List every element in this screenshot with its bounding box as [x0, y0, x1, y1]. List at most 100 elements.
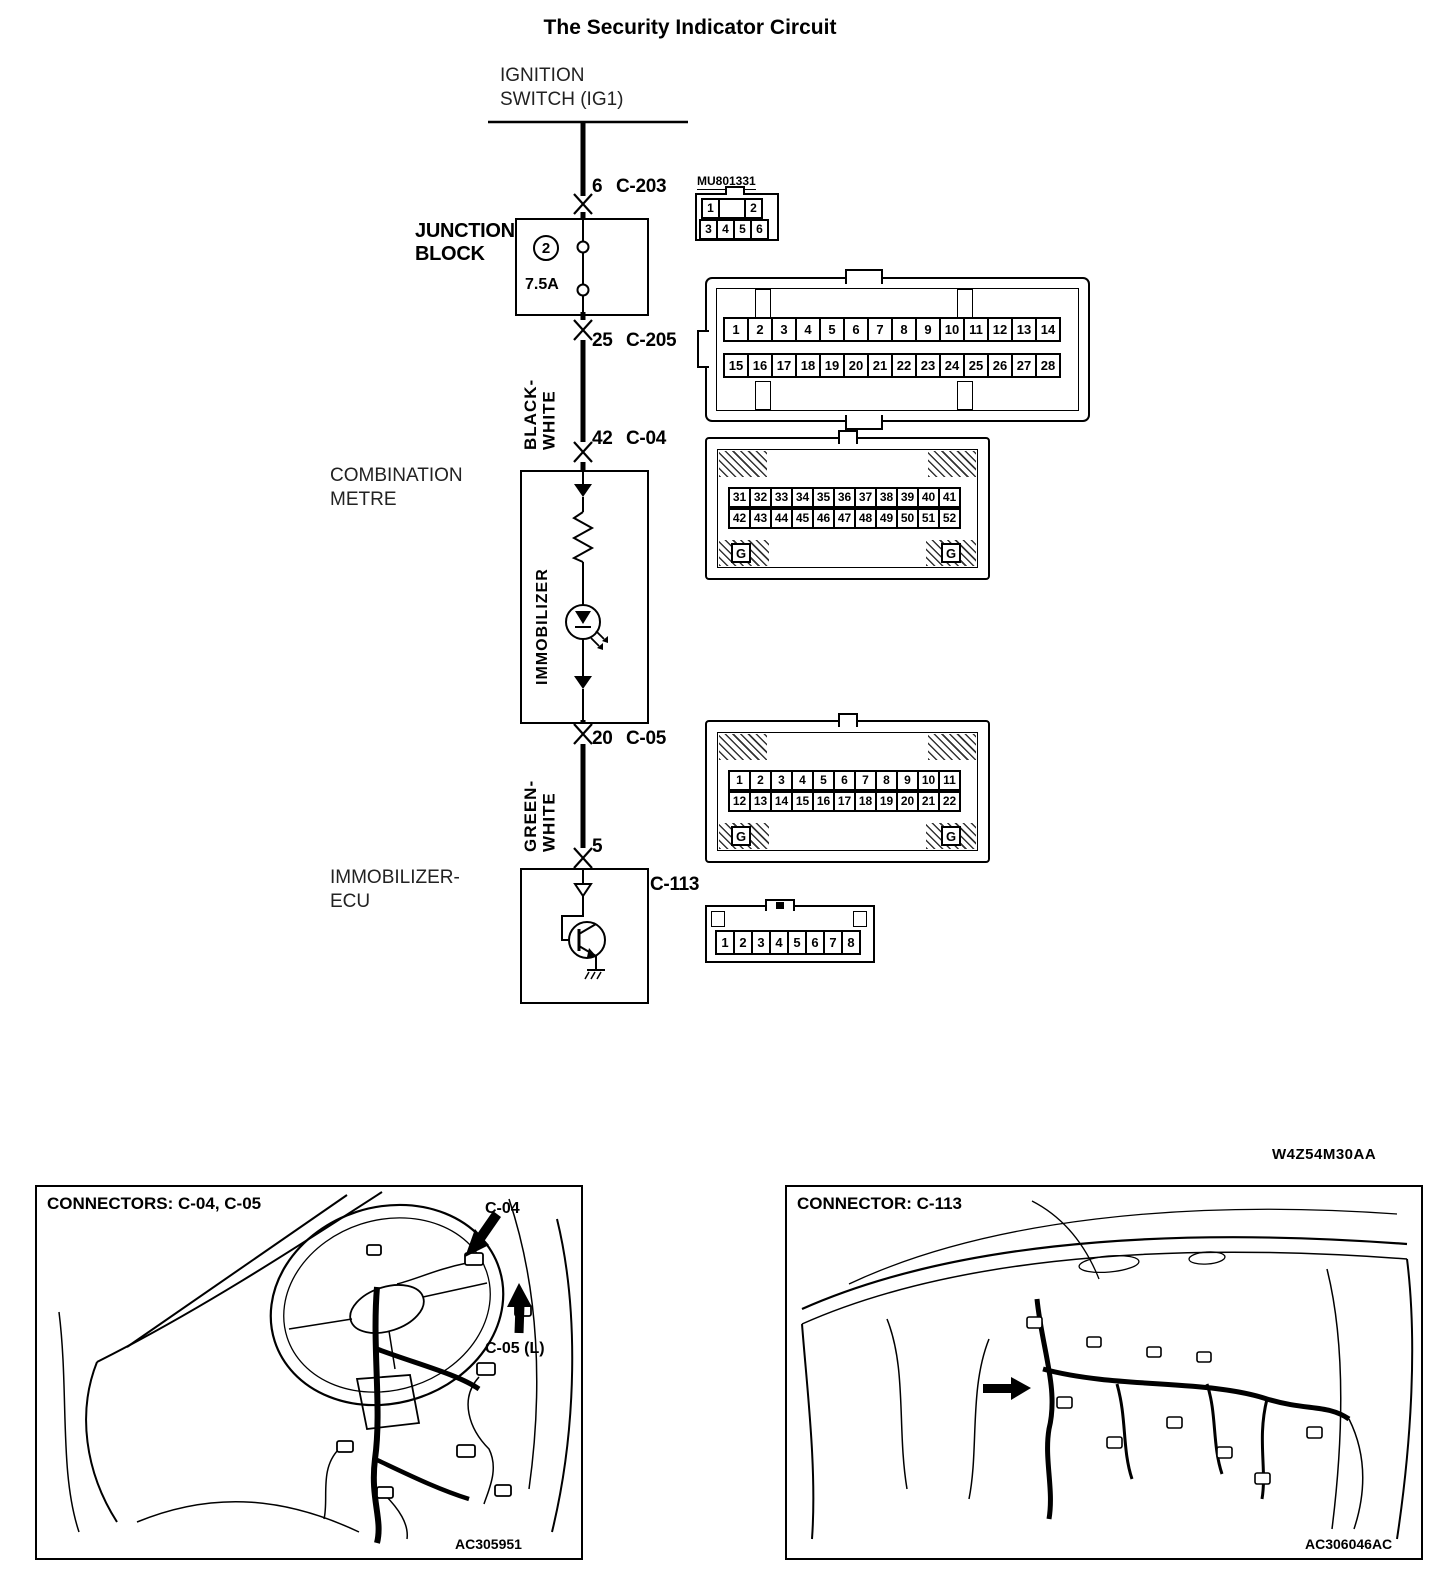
pin-cell: 7 [823, 930, 843, 955]
pin-cell: 7 [854, 770, 877, 791]
pin-cell: 22 [938, 791, 961, 812]
connector-name-c205: C-205 [626, 330, 677, 351]
indicator-lamp-symbols [565, 470, 608, 720]
connector-location-panel-right: CONNECTOR: C-113 [785, 1185, 1423, 1560]
pin-cell: 5 [812, 770, 835, 791]
pin-cell: 2 [749, 770, 772, 791]
transistor-circuit-symbols [561, 870, 606, 980]
pin-cell: 50 [896, 508, 919, 529]
pin-cell: 11 [963, 317, 989, 342]
connector-shapes [1026, 1316, 1323, 1485]
pin-cell: 10 [917, 770, 940, 791]
fuse-rating-label: 7.5A [525, 276, 559, 293]
pin-cell: 1 [728, 770, 751, 791]
connector-junction-symbols [573, 193, 593, 869]
c04-ground-badge-right: G [941, 543, 961, 563]
pin-cell: 6 [805, 930, 825, 955]
right-panel-title: CONNECTOR: C-113 [797, 1194, 962, 1213]
pin-number-5: 5 [592, 836, 603, 857]
pin-cell: 9 [915, 317, 941, 342]
pin-cell: 3 [770, 770, 793, 791]
pin-cell: 32 [749, 487, 772, 508]
c203-key-tab [725, 186, 745, 195]
pin-cell: 21 [917, 791, 940, 812]
pin-cell: 42 [728, 508, 751, 529]
page-title: The Security Indicator Circuit [543, 16, 837, 39]
c205-bottom-tab [845, 415, 883, 430]
left-panel-title: CONNECTORS: C-04, C-05 [47, 1194, 262, 1213]
immobilizer-ecu-box [520, 868, 649, 1004]
input-triangle-symbol [573, 883, 593, 898]
pin-cell: 35 [812, 487, 835, 508]
c04-pointer-arrow [465, 1211, 501, 1257]
pin-cell: 6 [833, 770, 856, 791]
c205-key-slot [755, 289, 771, 318]
pin-cell: 15 [723, 353, 749, 378]
pin-cell: 1 [715, 930, 735, 955]
pin-cell: 4 [791, 770, 814, 791]
pin-cell: 16 [747, 353, 773, 378]
junction-block-label: JUNCTION BLOCK [415, 220, 515, 265]
pin-cell: 6 [750, 219, 769, 240]
pin-cell: 12 [987, 317, 1013, 342]
connector-shapes [336, 1244, 532, 1499]
transistor-symbol [568, 921, 606, 959]
pin-cell: 14 [770, 791, 793, 812]
wire-color-black-white: BLACK- WHITE [521, 378, 559, 450]
resistor-symbol [571, 511, 595, 563]
connector-c205-face [705, 277, 1090, 422]
pin-number-6: 6 [592, 176, 603, 197]
pin-cell: 8 [875, 770, 898, 791]
c05-pointer-arrow [507, 1283, 532, 1334]
pin-cell: 17 [771, 353, 797, 378]
document-code: W4Z54M30AA [1272, 1146, 1377, 1163]
pin-cell: 6 [843, 317, 869, 342]
pin-cell: 27 [1011, 353, 1037, 378]
connector-name-c203: C-203 [616, 176, 667, 197]
pin-cell [718, 198, 746, 219]
pin-cell: 37 [854, 487, 877, 508]
pin-cell: 40 [917, 487, 940, 508]
combination-metre-label: COMBINATION METRE [330, 465, 463, 510]
fuse-symbol [576, 220, 590, 312]
c04-location-label: C-04 [485, 1200, 520, 1217]
c05-hatch-top-right [928, 734, 976, 760]
pin-cell: 36 [833, 487, 856, 508]
c205-inner-frame [716, 288, 1079, 411]
c113-corner-slot-right [853, 911, 867, 927]
pin-cell: 46 [812, 508, 835, 529]
pin-cell: 47 [833, 508, 856, 529]
pin-number-25: 25 [592, 330, 613, 351]
c205-side-tab [697, 330, 709, 368]
c05-location-label: C-05 (L) [485, 1340, 545, 1357]
pin-cell: 3 [751, 930, 771, 955]
c04-ground-badge-left: G [731, 543, 751, 563]
pin-cell: 39 [896, 487, 919, 508]
fuse-number-badge: 2 [533, 235, 559, 261]
c205-key-slot [755, 381, 771, 410]
pin-cell: 5 [787, 930, 807, 955]
pin-cell: 8 [841, 930, 861, 955]
c04-inner-frame [717, 449, 978, 568]
c05-top-tab [838, 713, 858, 727]
pin-number-42: 42 [592, 428, 613, 449]
pin-cell: 33 [770, 487, 793, 508]
c205-key-slot [957, 289, 973, 318]
pin-cell: 25 [963, 353, 989, 378]
connector-name-c05: C-05 [626, 728, 666, 749]
pin-cell: 1 [723, 317, 749, 342]
junction-block-box [515, 218, 649, 316]
wire-spine [488, 120, 688, 980]
c04-hatch-top-left [719, 451, 767, 477]
pin-cell: 49 [875, 508, 898, 529]
c113-corner-slot-left [711, 911, 725, 927]
pin-cell: 2 [747, 317, 773, 342]
pin-cell: 8 [891, 317, 917, 342]
pin-cell: 22 [891, 353, 917, 378]
pin-cell: 2 [744, 198, 763, 219]
pin-cell: 13 [749, 791, 772, 812]
pin-cell: 24 [939, 353, 965, 378]
